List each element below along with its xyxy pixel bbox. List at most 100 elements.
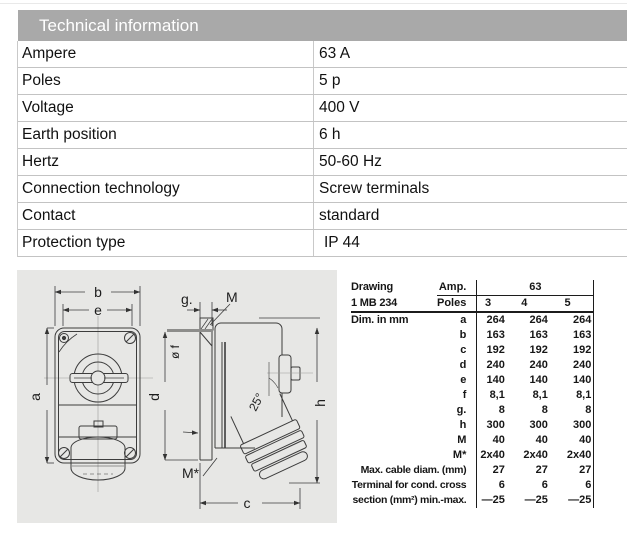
spec-label: Contact xyxy=(18,203,314,229)
dim-label-d: d xyxy=(146,393,162,401)
table-row: Connection technology Screw terminals xyxy=(18,176,627,203)
screw-icon xyxy=(58,332,136,459)
dim-value: 8 xyxy=(549,403,595,418)
dim-label-e: e xyxy=(94,302,102,318)
table-row: Terminal for cond. cross 6 6 6 xyxy=(351,478,595,493)
spec-value: 50-60 Hz xyxy=(319,153,382,170)
dim-value: 300 xyxy=(529,419,548,431)
table-row: b 163 163 163 xyxy=(351,328,595,343)
dim-label-a: a xyxy=(27,393,43,401)
pole-col: 4 xyxy=(506,295,550,313)
dim-value: 163 xyxy=(529,329,548,341)
spec-label: Voltage xyxy=(18,95,314,121)
dim-label-b: b xyxy=(94,284,102,300)
dim-symbol: d xyxy=(437,358,478,373)
dim-value: 240 xyxy=(549,358,595,373)
dim-value: 2x40 xyxy=(523,449,548,461)
dim-value: 27 xyxy=(549,463,595,478)
dim-value: 192 xyxy=(549,343,595,358)
dim-symbol: a xyxy=(437,312,478,328)
dim-value: 300 xyxy=(486,419,505,431)
drawing-label: Drawing xyxy=(351,281,393,294)
dim-value: 6 xyxy=(498,479,505,491)
dim-value: 140 xyxy=(549,373,595,388)
dim-label-of: ø f xyxy=(168,344,182,359)
spec-label: Protection type xyxy=(18,230,314,256)
pole-col: 3 xyxy=(476,295,507,313)
dim-symbol: b xyxy=(437,328,478,343)
dim-value: 2x40 xyxy=(549,448,595,463)
angled-socket xyxy=(230,393,308,480)
table-row: Dim. in mm a 264 264 264 xyxy=(351,312,595,328)
table-row: Voltage 400 V xyxy=(18,95,627,122)
spec-label: Poles xyxy=(18,68,314,94)
table-row: c 192 192 192 xyxy=(351,343,595,358)
side-view xyxy=(162,302,320,509)
latch xyxy=(267,354,313,394)
dim-label-angle: 25° xyxy=(246,391,267,414)
drawing-number: 1 MB 234 xyxy=(351,295,437,313)
dimension-table: Drawing Amp. 63 1 MB 234 Poles 3 4 5 Dim… xyxy=(351,280,595,508)
dimension-a xyxy=(44,327,54,464)
dim-value: 163 xyxy=(549,328,595,343)
dim-label-g: g. xyxy=(181,291,193,307)
amp-label: Amp. xyxy=(437,280,478,296)
spec-table: Ampere 63 A Poles 5 p Voltage 400 V Eart… xyxy=(17,41,627,257)
dim-value: 27 xyxy=(492,464,505,476)
dim-symbol: e xyxy=(437,373,478,388)
dim-value: 8 xyxy=(498,404,505,416)
dim-value: 192 xyxy=(486,344,505,356)
extra-row-label: Max. cable diam. (mm) xyxy=(351,463,478,478)
pole-col: 5 xyxy=(549,295,595,313)
dim-value: 240 xyxy=(529,359,548,371)
technical-drawing-panel: b e a xyxy=(17,270,337,523)
table-row: Earth position 6 h xyxy=(18,122,627,149)
spec-value: standard xyxy=(319,207,380,224)
table-row: M 40 40 40 xyxy=(351,433,595,448)
dim-value: 8,1 xyxy=(549,388,595,403)
table-row: section (mm²) min.-max. —25 —25 —25 xyxy=(351,493,595,508)
spec-value: 400 V xyxy=(319,99,360,116)
dimension-e xyxy=(62,304,133,326)
dim-value: 8,1 xyxy=(532,389,548,401)
table-row: Ampere 63 A xyxy=(18,41,627,68)
table-row: f 8,1 8,1 8,1 xyxy=(351,388,595,403)
dim-value: 264 xyxy=(486,314,505,326)
dim-value: 140 xyxy=(486,374,505,386)
switch-knob xyxy=(69,353,129,403)
dim-label-c: c xyxy=(244,495,251,511)
spec-value: Screw terminals xyxy=(319,180,430,197)
dim-value: 40 xyxy=(535,434,548,446)
dim-value: 300 xyxy=(549,418,595,433)
dim-value: 163 xyxy=(486,329,505,341)
table-row: Contact standard xyxy=(18,203,627,230)
dim-symbol: h xyxy=(437,418,478,433)
spec-label: Ampere xyxy=(18,41,314,67)
dim-value: 40 xyxy=(549,433,595,448)
dimension-d xyxy=(162,331,198,461)
dim-symbol: M xyxy=(437,433,478,448)
dim-value: 6 xyxy=(549,478,595,493)
extra-row-label: Terminal for cond. cross xyxy=(351,478,478,493)
dimension-h xyxy=(289,327,320,484)
dim-value: 8,1 xyxy=(489,389,505,401)
front-view xyxy=(44,286,153,492)
dim-label-Mstar: M* xyxy=(182,465,200,481)
page-top-rule xyxy=(0,3,627,4)
dim-symbol: c xyxy=(437,343,478,358)
dim-value: 192 xyxy=(529,344,548,356)
table-row: Protection type IP 44 xyxy=(18,230,627,257)
dim-value: —25 xyxy=(524,494,548,506)
table-row: h 300 300 300 xyxy=(351,418,595,433)
socket-outlet xyxy=(70,420,126,481)
spec-value: IP 44 xyxy=(324,234,360,251)
dim-value: 6 xyxy=(541,479,548,491)
spec-label: Earth position xyxy=(18,122,314,148)
dim-label-h: h xyxy=(312,399,328,407)
dim-value: 264 xyxy=(529,314,548,326)
spec-value: 63 A xyxy=(319,45,351,62)
dim-symbol: g. xyxy=(437,403,478,418)
dim-value: 27 xyxy=(535,464,548,476)
dim-value: 2x40 xyxy=(480,449,505,461)
dim-value: —25 xyxy=(481,494,505,506)
